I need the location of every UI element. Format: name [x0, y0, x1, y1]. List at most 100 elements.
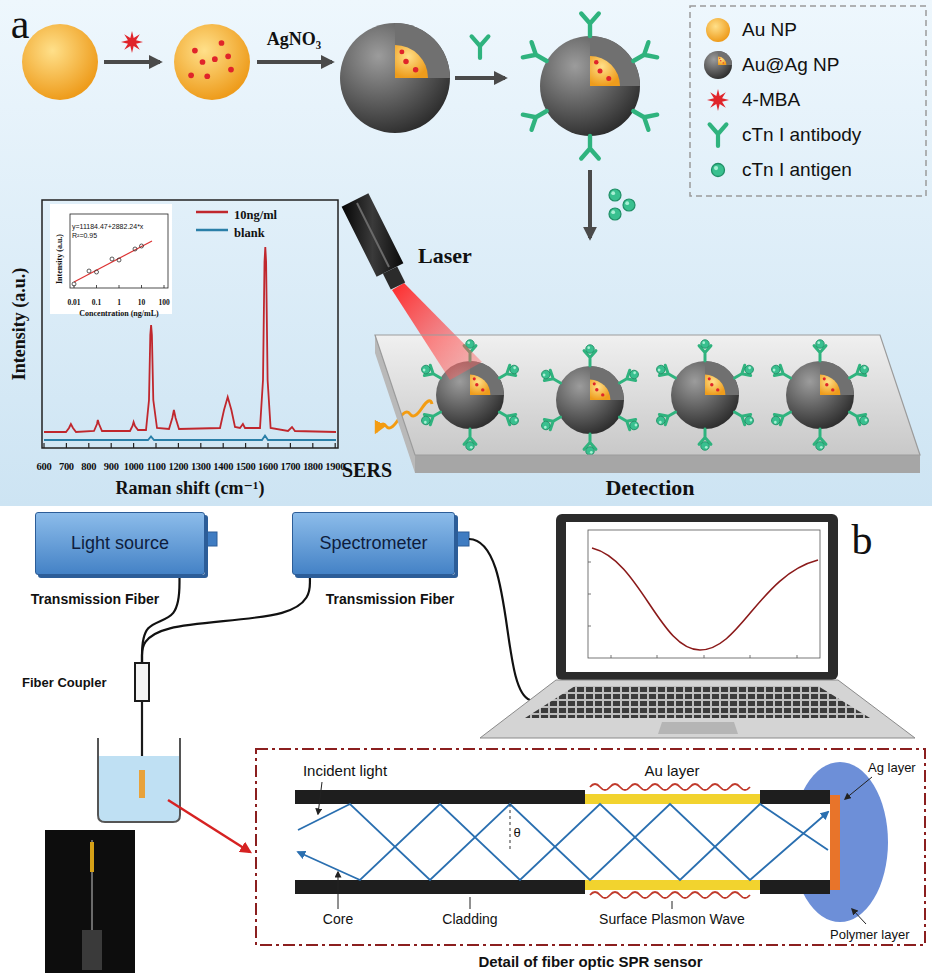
antigen-symbol [609, 189, 621, 201]
laser-nozzle [383, 266, 405, 289]
silver-layer [830, 795, 840, 890]
data-point [72, 282, 76, 286]
mba-symbol [121, 31, 143, 53]
tick-label: 1100 [146, 461, 165, 473]
step-arrow [257, 60, 332, 64]
panel-letter: b [852, 517, 873, 563]
node-label: Light source [71, 533, 169, 554]
part-label: Ag layer [868, 761, 916, 775]
bound-nanoparticle [770, 340, 870, 451]
cladding [760, 880, 830, 894]
spectrum-line [44, 436, 336, 441]
leader-line [318, 782, 322, 814]
detail-frame [255, 748, 926, 972]
tick-label: 700 [59, 461, 74, 473]
slab-front [415, 455, 920, 473]
tick-label: 900 [104, 461, 119, 473]
slab-outline [375, 335, 920, 455]
legend-label: 10ng/ml [234, 209, 277, 223]
core-shell-nanoparticle [340, 23, 450, 133]
legend-label: Au NP [742, 20, 797, 41]
tick-label: 1 [117, 299, 121, 307]
data-point [95, 270, 99, 274]
node-label: Spectrometer [319, 533, 427, 554]
laptop-base [480, 680, 915, 738]
beaker-liquid [99, 756, 179, 821]
part-label: Laser [418, 244, 472, 268]
laptop-keyboard [525, 686, 870, 718]
edge-label: Transmission Fiber [29, 592, 161, 607]
tick-label: 1400 [213, 461, 233, 473]
axis-title: Intensity (a.u.) [56, 234, 65, 284]
step-arrow [588, 170, 592, 238]
instrument-box: Spectrometer [292, 512, 455, 575]
leader-line [845, 777, 872, 799]
spectrum-dip [592, 548, 818, 650]
legend-label: Au@Ag NP [742, 55, 839, 76]
axis-title: Concentration (ng/mL) [79, 310, 158, 319]
antibody-nanoparticle [523, 14, 657, 159]
substrate-slab: Detection [375, 335, 925, 505]
plasmon-wave [590, 892, 750, 898]
screen-plot-ticks [588, 562, 797, 658]
part-label: Incident light [303, 763, 387, 780]
tick-label: 1000 [124, 461, 144, 473]
data-point [87, 269, 91, 273]
legend-label: 4-MBA [742, 90, 800, 111]
legend-sample [710, 124, 727, 146]
tick-label: 600 [37, 461, 52, 473]
coupler-label: Fiber Coupler [22, 675, 107, 690]
chart-frame [42, 200, 338, 448]
legend-sample [196, 211, 228, 214]
gold-nanoparticle [22, 24, 98, 100]
tick-label: 10 [138, 299, 146, 307]
plasmon-wave [590, 784, 750, 790]
inset-frame [70, 214, 168, 288]
leader-lines [318, 777, 872, 924]
step-arrow [455, 76, 505, 80]
antibody-symbol [472, 36, 489, 58]
part-label: Surface Plasmon Wave [599, 912, 745, 927]
instrument-box: Light source [35, 512, 205, 575]
fiber-coupler: Fiber Coupler [18, 662, 150, 702]
probe-photo [45, 830, 135, 973]
legend-label: cTn I antibody [742, 125, 861, 146]
laser-highlight [357, 203, 389, 267]
bound-nanoparticle [655, 340, 755, 451]
screen-plot-frame [588, 530, 820, 658]
data-point [140, 244, 144, 248]
fiber-port [205, 532, 217, 546]
axis-title: Intensity (a.u.) [10, 268, 30, 381]
tick-label: 1300 [191, 461, 211, 473]
laptop-bezel [556, 514, 838, 680]
edge-label: Transmission Fiber [324, 592, 456, 607]
tick-label: 1800 [303, 461, 323, 473]
legend-sample [196, 229, 228, 232]
bound-nanoparticle [540, 345, 640, 456]
laptop-screen [566, 522, 828, 672]
fiber-cable [142, 575, 180, 662]
data-point [110, 257, 114, 261]
photo-holder [82, 930, 102, 970]
tick-label: 1200 [168, 461, 188, 473]
laser-body [342, 193, 404, 276]
tick-label: 1500 [236, 461, 256, 473]
leader-line [338, 872, 339, 909]
tick-label: 1600 [258, 461, 278, 473]
zoom-arrow [168, 800, 250, 852]
gold-layer [585, 794, 760, 804]
antigen-symbol [609, 208, 621, 220]
part-label: Cladding [442, 912, 497, 927]
slab-side [375, 335, 415, 473]
panel-letter: a [11, 1, 30, 47]
labelled-gold-nanoparticle [174, 24, 250, 100]
fit-equation: y=11184.47+2882.24*x [72, 223, 143, 231]
fit-line [74, 241, 152, 282]
gold-layer [585, 880, 760, 890]
legend-sample [704, 51, 732, 79]
light-ray [298, 804, 828, 880]
photo-gold-tip [90, 842, 94, 872]
detail-panel: Detail of fiber optic SPR sensor [255, 748, 926, 972]
leader-line [470, 897, 471, 909]
